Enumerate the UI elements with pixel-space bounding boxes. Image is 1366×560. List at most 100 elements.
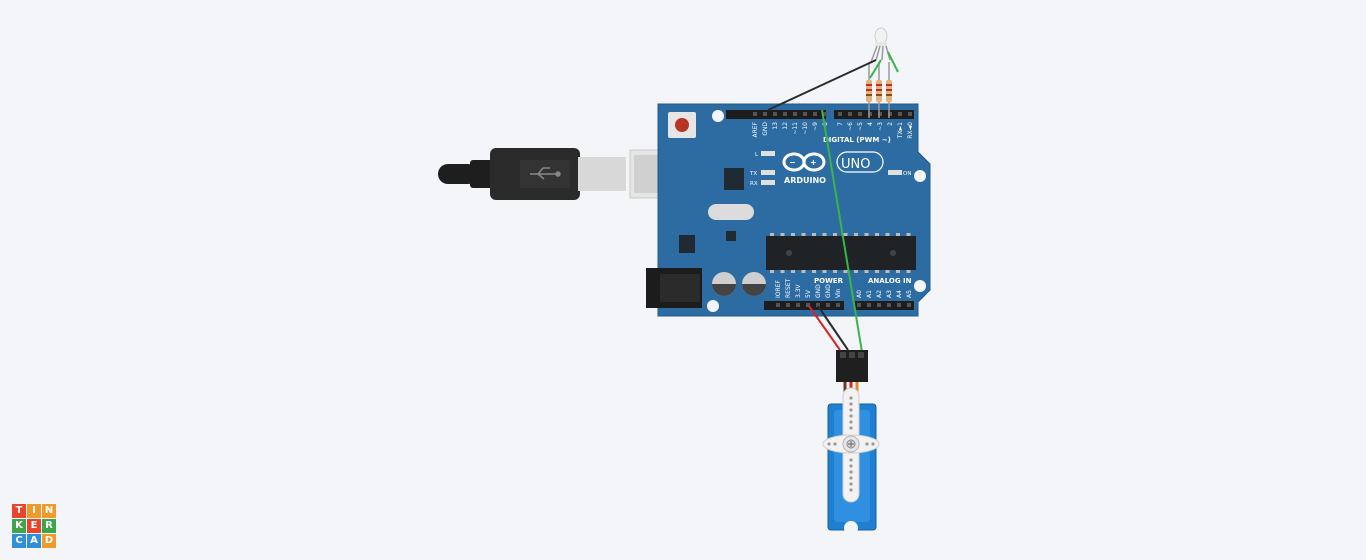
header-pin[interactable] [826, 303, 830, 307]
servo-motor[interactable] [822, 350, 880, 535]
digital-pin-label: TX►1 [897, 122, 904, 139]
logo-letter: E [27, 519, 41, 533]
svg-text:+: + [810, 158, 817, 167]
board-model: UNO [841, 157, 870, 172]
led-on-label: ON [903, 171, 911, 177]
header-pin[interactable] [776, 303, 780, 307]
digital-pin-label: ~6 [847, 122, 854, 131]
digital-pin-label: ~9 [812, 122, 819, 131]
logo-letter: R [42, 519, 56, 533]
digital-pin-label: 13 [772, 122, 779, 130]
logo-letter: D [42, 534, 56, 548]
usb-cable[interactable] [438, 148, 681, 200]
power-pin-label: 5V [805, 289, 812, 298]
header-pin[interactable] [897, 303, 901, 307]
resistors[interactable] [866, 62, 892, 118]
analog-pin-label: A0 [856, 290, 863, 298]
analog-pin-label: A1 [866, 290, 873, 298]
rgb-led[interactable] [870, 27, 891, 63]
header-pin[interactable] [753, 112, 757, 116]
analog-pin-label: A2 [876, 290, 883, 298]
header-pin[interactable] [848, 112, 852, 116]
logo-letter: I [27, 504, 41, 518]
header-pin[interactable] [858, 112, 862, 116]
digital-pin-label: 8 [822, 122, 829, 126]
resistor-1[interactable] [866, 62, 872, 118]
logo-letter: K [12, 519, 26, 533]
header-pin[interactable] [783, 112, 787, 116]
digital-pin-label: 4 [867, 122, 874, 126]
header-pin[interactable] [786, 303, 790, 307]
header-pin[interactable] [838, 112, 842, 116]
servo-horn[interactable] [822, 387, 880, 503]
power-header[interactable] [764, 301, 844, 310]
analog-pin-label: A4 [896, 290, 903, 298]
logo-letter: C [12, 534, 26, 548]
wire-signal-servo[interactable] [821, 109, 863, 353]
resistor-3[interactable] [886, 62, 892, 118]
usb-chip [724, 168, 744, 190]
board-leds: L TX RX ON [749, 151, 911, 187]
header-pin[interactable] [857, 303, 861, 307]
header-pin[interactable] [907, 303, 911, 307]
header-pin[interactable] [908, 112, 912, 116]
header-pin[interactable] [888, 112, 892, 116]
header-pin[interactable] [823, 112, 827, 116]
header-pin[interactable] [887, 303, 891, 307]
header-pin[interactable] [836, 303, 840, 307]
digital-pin-label: ~3 [877, 122, 884, 131]
digital-pin-label: 2 [887, 122, 894, 126]
logo-letter: T [12, 504, 26, 518]
led-tx-label: TX [749, 171, 757, 177]
header-pin[interactable] [803, 112, 807, 116]
reset-button[interactable] [668, 112, 696, 138]
power-pin-label: 3.3V [795, 283, 802, 298]
header-pin[interactable] [806, 303, 810, 307]
digital-pin-label: ~10 [802, 122, 809, 135]
header-pin[interactable] [763, 112, 767, 116]
tinkercad-logo[interactable]: T I N K E R C A D [12, 504, 56, 548]
digital-pin-label: RX◄0 [907, 122, 914, 139]
digital-pin-label: 12 [782, 122, 789, 130]
usb-symbol-icon [530, 167, 561, 180]
header-pin[interactable] [813, 112, 817, 116]
header-pin[interactable] [867, 303, 871, 307]
digital-pin-label: GND [762, 122, 769, 136]
arduino-uno-board[interactable]: L TX RX ON − + UNO ARDUINO DIGITAL (PWM … [646, 103, 931, 317]
wire-ground-led[interactable] [767, 59, 877, 111]
header-pin[interactable] [898, 112, 902, 116]
header-pin[interactable] [878, 112, 882, 116]
header-pin[interactable] [868, 112, 872, 116]
screw-icon [846, 439, 856, 449]
atmega-microcontroller [766, 233, 916, 273]
resistor-2[interactable] [876, 62, 882, 118]
header-pin[interactable] [793, 112, 797, 116]
header-pin[interactable] [877, 303, 881, 307]
led-l-label: L [755, 152, 759, 158]
arduino-logo: − + UNO ARDUINO [782, 151, 884, 185]
analog-pin-label: A3 [886, 290, 893, 298]
header-pin[interactable] [816, 303, 820, 307]
logo-letter: A [27, 534, 41, 548]
header-pin[interactable] [796, 303, 800, 307]
analog-header[interactable] [854, 301, 914, 310]
wire-gnd-servo[interactable] [817, 305, 849, 351]
analog-pin-label: A5 [906, 290, 913, 298]
wire-green-led-2[interactable] [887, 51, 899, 73]
analog-header-label: ANALOG IN [868, 277, 912, 285]
svg-text:−: − [789, 158, 796, 167]
power-pin-label: GND [825, 284, 832, 298]
dc-power-jack[interactable] [646, 268, 702, 308]
header-pin[interactable] [773, 112, 777, 116]
voltage-regulator [679, 235, 695, 253]
wire-5v-servo[interactable] [808, 305, 841, 351]
digital-header-right[interactable] [834, 110, 914, 119]
crystal-oscillator [708, 204, 754, 220]
power-pin-label: Vin [835, 288, 842, 298]
power-pin-label: RESET [785, 278, 792, 298]
board-brand: ARDUINO [784, 176, 826, 185]
digital-pin-label: 7 [837, 122, 844, 126]
digital-pin-label: ~5 [857, 122, 864, 131]
wire-green-led[interactable] [869, 59, 882, 79]
